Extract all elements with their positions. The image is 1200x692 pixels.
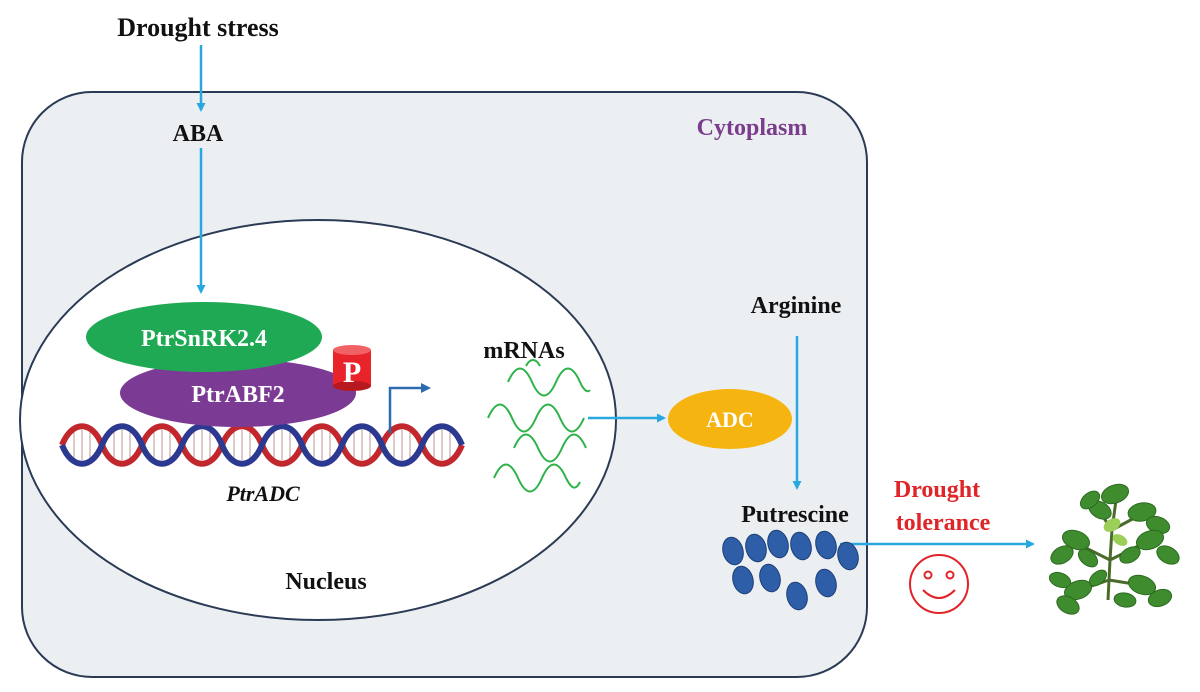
putrescine-molecule xyxy=(732,565,754,595)
putrescine-molecule xyxy=(790,531,812,561)
mrnas-label: mRNAs xyxy=(483,338,564,364)
adc-label: ADC xyxy=(706,407,754,432)
putrescine-molecule xyxy=(767,529,789,559)
nucleus-boundary xyxy=(19,219,617,621)
putrescine-label: Putrescine xyxy=(741,502,849,528)
transcription-start-arrow-icon xyxy=(388,383,431,433)
nucleus-label: Nucleus xyxy=(285,569,366,595)
putrescine-molecule xyxy=(745,533,767,563)
ptrsnrk-label: PtrSnRK2.4 xyxy=(141,326,267,352)
putrescine-molecule xyxy=(722,536,744,566)
mrna-strands xyxy=(487,359,591,493)
phosphate-label: P xyxy=(343,356,361,389)
plant-icon xyxy=(1048,483,1180,615)
putrescine-molecule xyxy=(815,530,837,560)
putrescine-molecule xyxy=(786,581,808,611)
drought-stress-label: Drought stress xyxy=(117,13,279,42)
phosphate-group: P xyxy=(333,345,371,391)
drought-tolerance-label-line1: Drought xyxy=(894,477,980,503)
putrescine-molecule xyxy=(837,541,859,571)
ptrsnrk-protein xyxy=(86,302,322,372)
arginine-label: Arginine xyxy=(751,293,842,319)
aba-label: ABA xyxy=(173,121,224,147)
dna-strand-blue xyxy=(59,423,465,467)
smiley-icon xyxy=(909,554,969,614)
putrescine-molecules xyxy=(722,529,859,611)
putrescine-molecule xyxy=(815,568,837,598)
ptradc-gene-label: PtrADC xyxy=(225,481,300,506)
adc-enzyme xyxy=(668,389,792,449)
cytoplasm-label: Cytoplasm xyxy=(697,115,808,141)
drought-tolerance-label-line2: tolerance xyxy=(896,510,991,536)
dna-helix xyxy=(59,423,465,467)
ptrabf2-label: PtrABF2 xyxy=(191,382,284,408)
ptrabf2-protein xyxy=(120,359,356,427)
putrescine-molecule xyxy=(759,563,781,593)
